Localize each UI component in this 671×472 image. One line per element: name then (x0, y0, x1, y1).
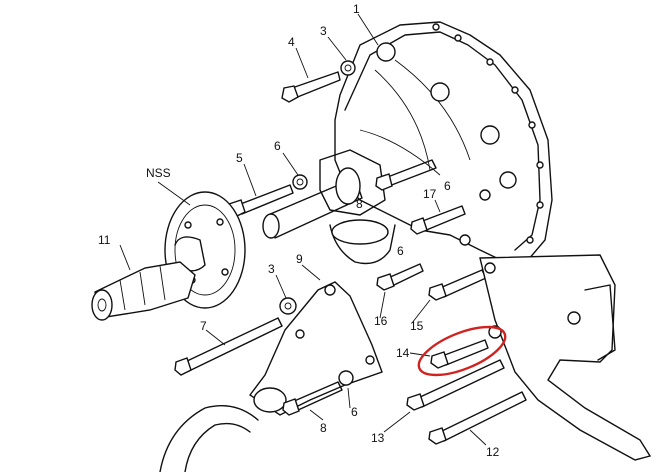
callout-6-upper: 6 (274, 139, 281, 153)
callout-1: 1 (353, 2, 360, 16)
callout-3-lower: 3 (268, 262, 275, 276)
callout-labels: 1 3 4 NSS 5 6 8 17 6 11 3 9 6 16 15 7 14… (98, 2, 500, 459)
callout-14: 14 (396, 346, 410, 360)
bolt-13 (406, 359, 505, 411)
bolt-7 (174, 317, 283, 376)
spindle-nut-11 (91, 261, 196, 321)
bolt-8-lower (282, 381, 343, 416)
washer-6-lower (338, 370, 354, 386)
callout-6-bolt16: 6 (397, 244, 404, 258)
bolt-14 (430, 339, 489, 369)
callout-4: 4 (288, 35, 295, 49)
callout-6-housing: 6 (444, 179, 451, 193)
bolt-17 (410, 205, 466, 235)
washer-3-top (340, 60, 356, 76)
callout-3-top: 3 (320, 24, 327, 38)
leader-lines (119, 13, 487, 446)
washer-6-upper (292, 174, 308, 190)
bolt-5 (227, 184, 294, 218)
bolt-4 (281, 71, 341, 103)
callout-5: 5 (236, 151, 243, 165)
callout-12: 12 (486, 445, 500, 459)
washer-3-lower (279, 297, 297, 315)
callout-nss: NSS (146, 166, 171, 180)
bolt-housing-centre (375, 159, 437, 191)
callout-15: 15 (410, 319, 424, 333)
bolt-15 (428, 269, 487, 301)
callout-6-lower: 6 (351, 405, 358, 419)
highlight-ellipse (417, 325, 507, 377)
pulley (159, 405, 259, 472)
pump-shaft (262, 167, 363, 239)
mounting-plate (479, 254, 652, 461)
bolt-16 (376, 263, 424, 291)
callout-8-lower: 8 (320, 421, 327, 435)
callout-11: 11 (98, 233, 111, 247)
callout-16: 16 (374, 314, 388, 328)
water-pump-housing (319, 21, 553, 265)
callout-13: 13 (371, 431, 385, 445)
bolt-12 (428, 391, 527, 445)
callout-9: 9 (296, 252, 303, 266)
callout-8-upper: 8 (356, 197, 363, 211)
bracket-9 (248, 281, 383, 416)
callout-7: 7 (200, 319, 207, 333)
callout-17: 17 (423, 187, 437, 201)
